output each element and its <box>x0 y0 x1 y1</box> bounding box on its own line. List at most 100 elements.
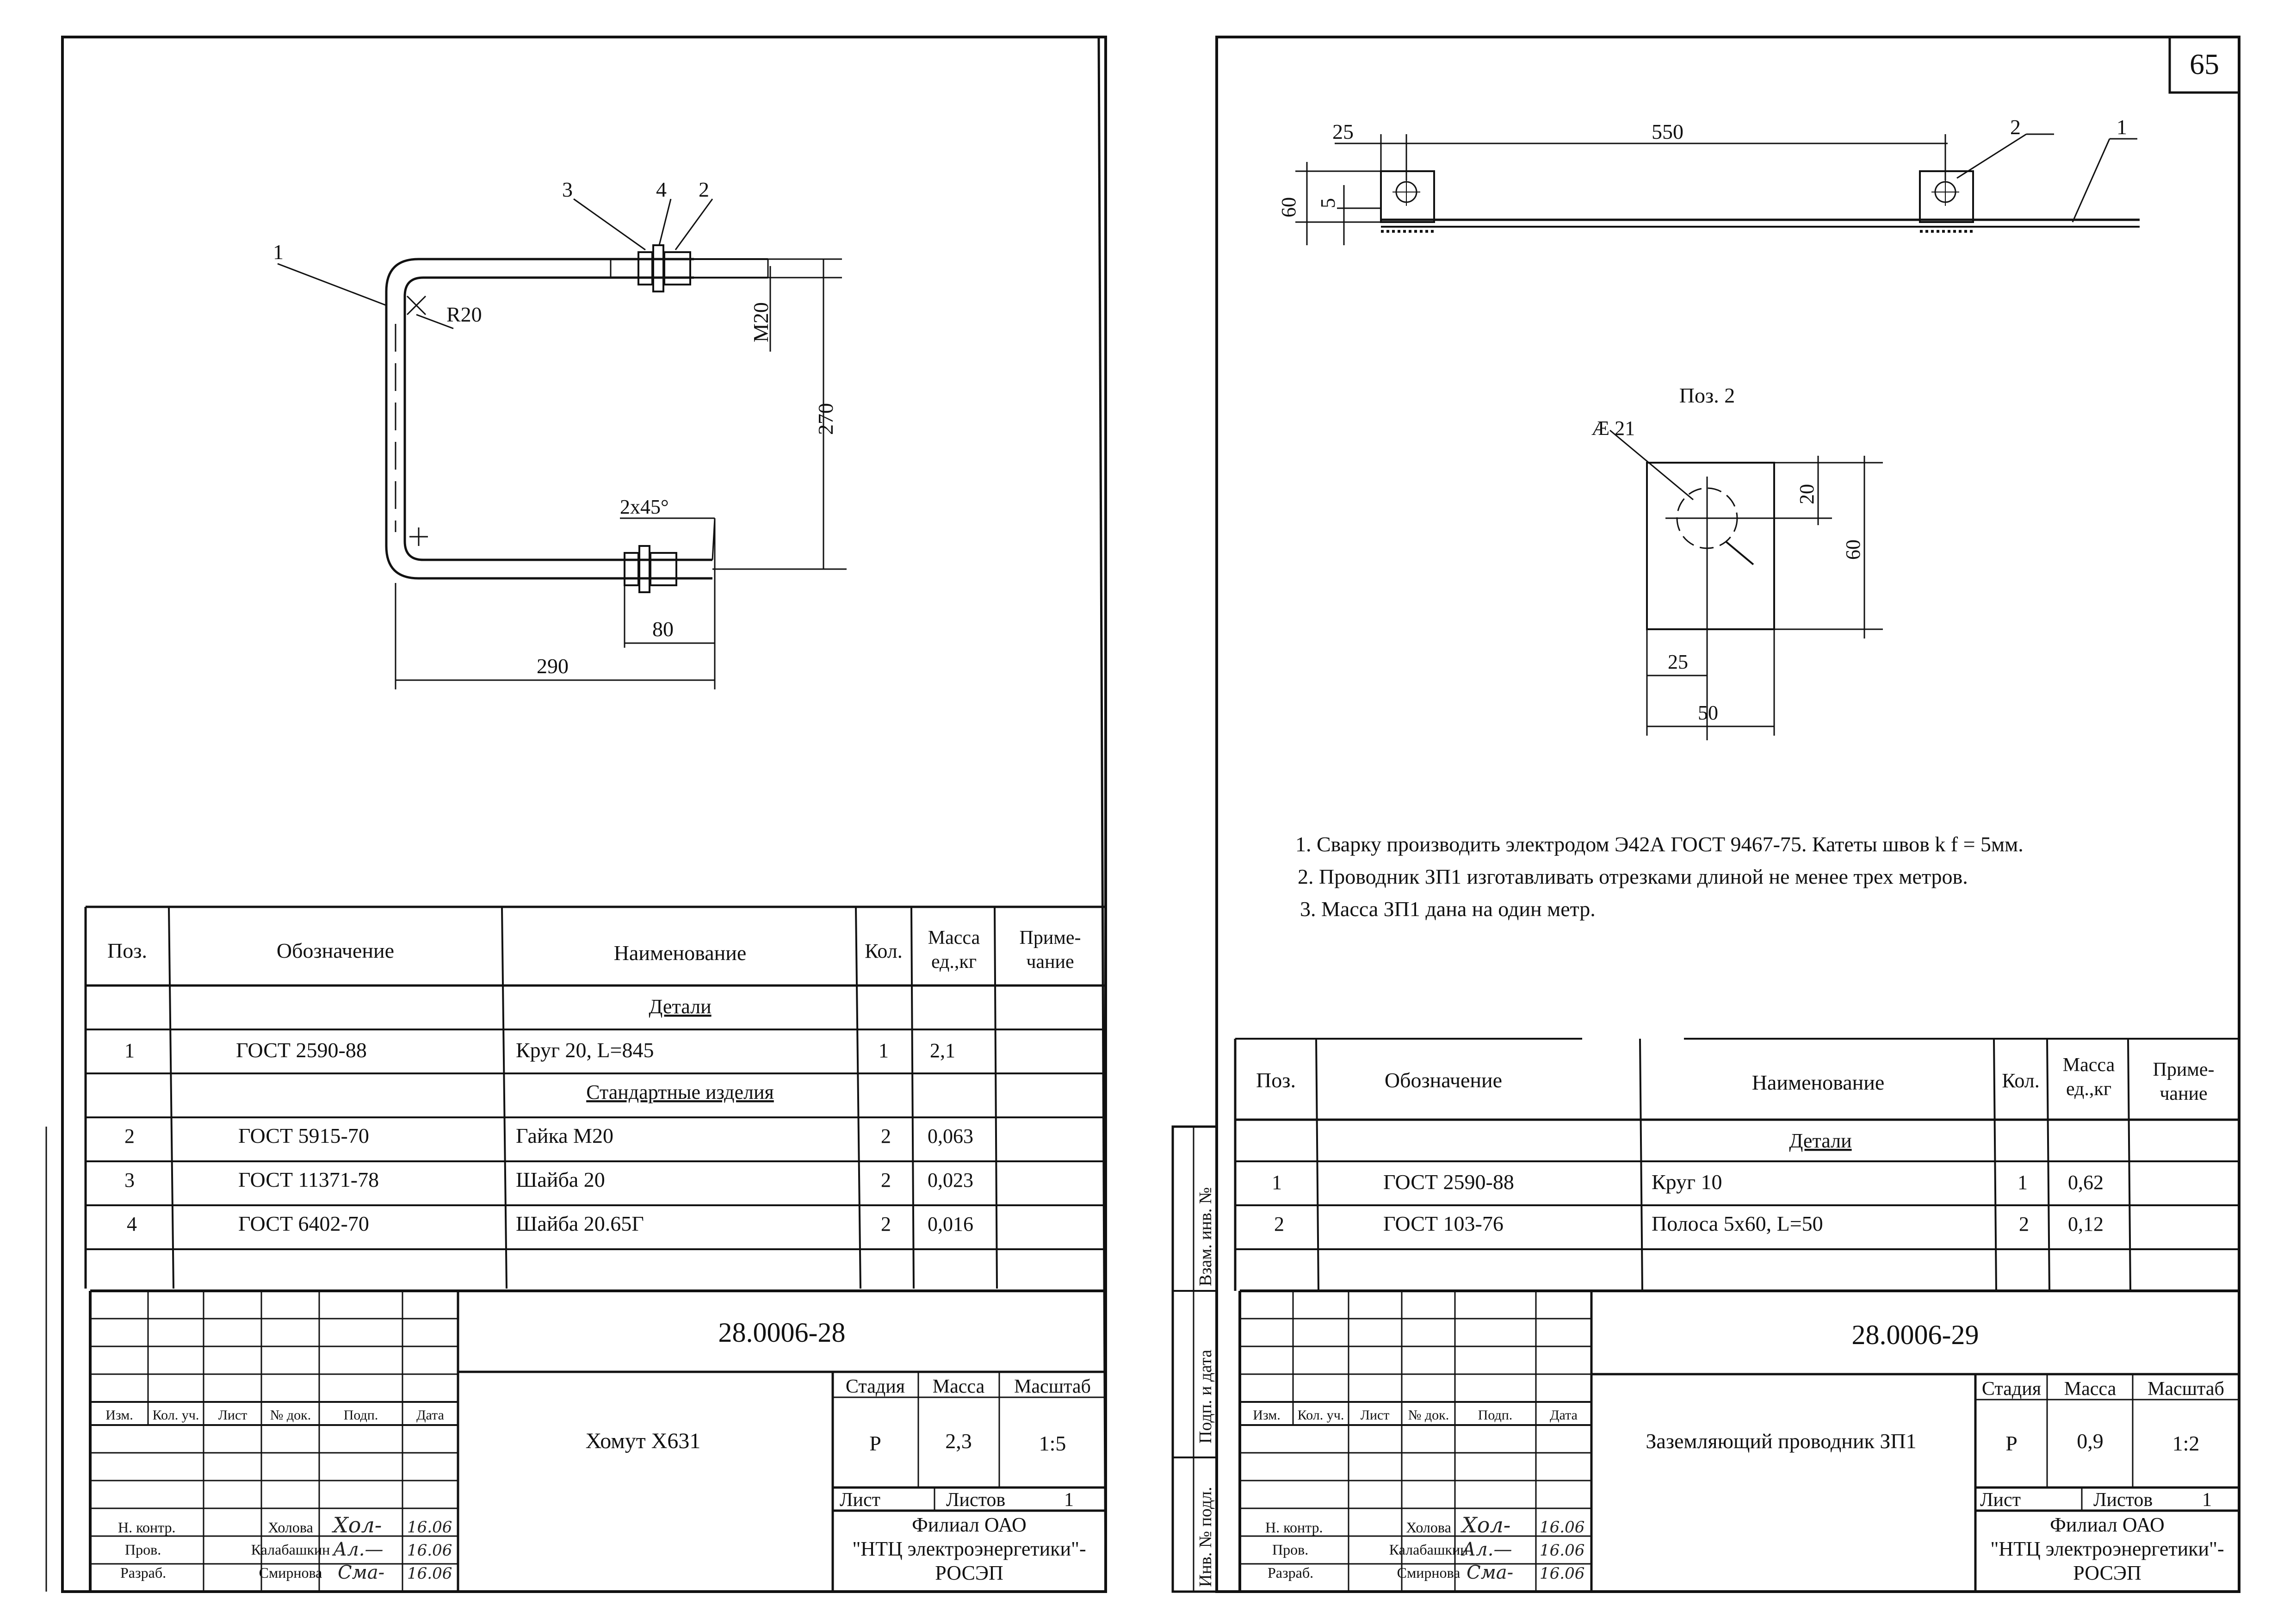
row3-name: Шайба 20 <box>516 1168 605 1191</box>
dim-tail: 80 <box>652 617 674 641</box>
detail-dim-x: 25 <box>1668 651 1688 673</box>
stamp-vzam: Взам. инв. № <box>1196 1187 1215 1286</box>
row4-pos: 4 <box>127 1213 137 1235</box>
row4-mass: 0,016 <box>928 1213 973 1235</box>
r-row1-name: Круг 10 <box>1652 1170 1722 1194</box>
col-date-right: Дата <box>1550 1407 1578 1423</box>
role-nkontr-right: Н. контр. <box>1265 1519 1323 1536</box>
r-row2-mass: 0,12 <box>2068 1213 2104 1235</box>
hdr-qty-left: Кол. <box>865 940 903 962</box>
detail-pos2-drawing: Поз. 2 Æ 21 20 60 25 50 <box>1591 384 1883 740</box>
r-row2-qty: 2 <box>2019 1213 2029 1235</box>
callout-1-right: 1 <box>2117 115 2127 139</box>
col-sign-left: Подп. <box>344 1407 378 1423</box>
stamp-inv: Инв. № подл. <box>1196 1487 1215 1587</box>
technical-notes: 1. Сварку производить электродом Э42А ГО… <box>1295 832 2024 921</box>
item-name-right: Заземляющий проводник ЗП1 <box>1646 1429 1916 1453</box>
col-sign-right: Подп. <box>1478 1407 1513 1423</box>
col-kol-left: Кол. уч. <box>153 1407 199 1423</box>
role-razrab-left: Разраб. <box>120 1564 166 1581</box>
signature-2-left: Ал.— <box>332 1539 383 1560</box>
dim-offset: 25 <box>1332 120 1354 143</box>
sheet-label-right: Лист <box>1980 1489 2021 1511</box>
row2-mass: 0,063 <box>928 1125 973 1147</box>
signature-3-left: Сма- <box>338 1562 384 1583</box>
date-2-right: 16.06 <box>1540 1541 1584 1560</box>
conductor-drawing: 25 550 60 5 2 1 <box>1277 115 2140 245</box>
role-prov-right: Пров. <box>1272 1541 1308 1558</box>
col-izm-left: Изм. <box>105 1407 133 1423</box>
scale-label-left: Масштаб <box>1014 1376 1091 1397</box>
col-doc-left: № док. <box>270 1407 311 1423</box>
row4-qty: 2 <box>881 1213 891 1235</box>
sheets-label-right: Листов <box>2093 1489 2153 1511</box>
left-sheet: 1 3 4 2 R20 M20 270 2x45° 80 290 <box>45 36 1107 1593</box>
callout-2: 2 <box>699 178 709 201</box>
dim-height-60: 60 <box>1277 197 1300 217</box>
col-izm-right: Изм. <box>1253 1407 1281 1423</box>
row2-pos: 2 <box>124 1125 135 1147</box>
col-list-left: Лист <box>218 1407 248 1423</box>
section-standard-left: Стандартные изделия <box>586 1081 774 1103</box>
signature-3-right: Сма- <box>1467 1562 1513 1583</box>
org-line3-right: РОСЭП <box>2073 1562 2141 1584</box>
date-1-right: 16.06 <box>1540 1518 1584 1537</box>
r-row1-qty: 1 <box>2018 1171 2028 1194</box>
spec-table-left: Поз. Обозначение Наименование Кол. Масса… <box>84 905 1106 1289</box>
name-kalabashkin-left: Калабашкин <box>251 1541 330 1558</box>
page-number: 65 <box>2190 48 2219 81</box>
mass-value-left: 2,3 <box>945 1429 972 1453</box>
stage-value-left: Р <box>869 1432 881 1455</box>
role-nkontr-left: Н. контр. <box>118 1519 176 1536</box>
hdr-pos-left: Поз. <box>107 939 147 962</box>
hdr-name-left: Наименование <box>614 941 747 965</box>
callout-2-right: 2 <box>2010 115 2021 139</box>
hdr-name-right: Наименование <box>1752 1071 1885 1094</box>
side-stamp: Взам. инв. № Подп. и дата Инв. № подл. <box>1171 1125 1218 1593</box>
sheets-count-right: 1 <box>2202 1489 2212 1511</box>
sheets-count-left: 1 <box>1064 1489 1074 1511</box>
title-block-left: 28.0006-28 Хомут Х631 Стадия Масса Масшт… <box>89 1289 1106 1592</box>
col-list-right: Лист <box>1361 1407 1390 1423</box>
detail-dim-height: 60 <box>1842 539 1864 560</box>
detail-dim-top: 20 <box>1795 484 1818 504</box>
note-3: 3. Масса ЗП1 дана на один метр. <box>1300 897 1596 921</box>
name-holova-right: Холова <box>1406 1519 1451 1536</box>
signature-1-left: Хол- <box>332 1512 382 1537</box>
dim-height: 270 <box>814 403 837 435</box>
org-line1-right: Филиал ОАО <box>2050 1513 2165 1536</box>
stage-label-right: Стадия <box>1982 1378 2041 1400</box>
mass-label-left: Масса <box>933 1376 985 1397</box>
row3-mass: 0,023 <box>928 1169 973 1191</box>
row2-name: Гайка М20 <box>516 1124 613 1147</box>
signature-2-right: Ал.— <box>1461 1539 1512 1560</box>
role-prov-left: Пров. <box>125 1541 161 1558</box>
col-doc-right: № док. <box>1408 1407 1449 1423</box>
org-line2-right: "НТЦ электроэнергетики"- <box>1990 1537 2224 1560</box>
clamp-drawing: 1 3 4 2 R20 M20 270 2x45° 80 290 <box>273 178 847 689</box>
col-kol-right: Кол. уч. <box>1298 1407 1344 1423</box>
row2-designation: ГОСТ 5915-70 <box>238 1124 369 1147</box>
name-holova-left: Холова <box>268 1519 313 1536</box>
dim-radius: R20 <box>446 303 482 326</box>
callout-4: 4 <box>656 178 667 201</box>
org-line1-left: Филиал ОАО <box>912 1513 1027 1536</box>
title-block-right: 28.0006-29 Заземляющий проводник ЗП1 Ста… <box>1238 1289 2239 1592</box>
mass-value-right: 0,9 <box>2077 1429 2104 1453</box>
row1-pos: 1 <box>124 1039 135 1062</box>
col-date-left: Дата <box>416 1407 444 1423</box>
org-line2-left: "НТЦ электроэнергетики"- <box>852 1537 1086 1560</box>
mass-label-right: Масса <box>2064 1378 2117 1400</box>
r-row1-pos: 1 <box>1272 1171 1282 1194</box>
doc-number-left: 28.0006-28 <box>718 1317 846 1348</box>
callout-1: 1 <box>273 240 284 264</box>
row1-qty: 1 <box>879 1039 889 1062</box>
detail-dim-w: 50 <box>1698 701 1718 724</box>
r-row2-pos: 2 <box>1274 1213 1284 1235</box>
left-sheet-frame <box>61 36 1107 1593</box>
r-row1-mass: 0,62 <box>2068 1171 2104 1194</box>
date-2-left: 16.06 <box>407 1541 452 1560</box>
row2-qty: 2 <box>881 1125 891 1147</box>
org-line3-left: РОСЭП <box>935 1562 1003 1584</box>
